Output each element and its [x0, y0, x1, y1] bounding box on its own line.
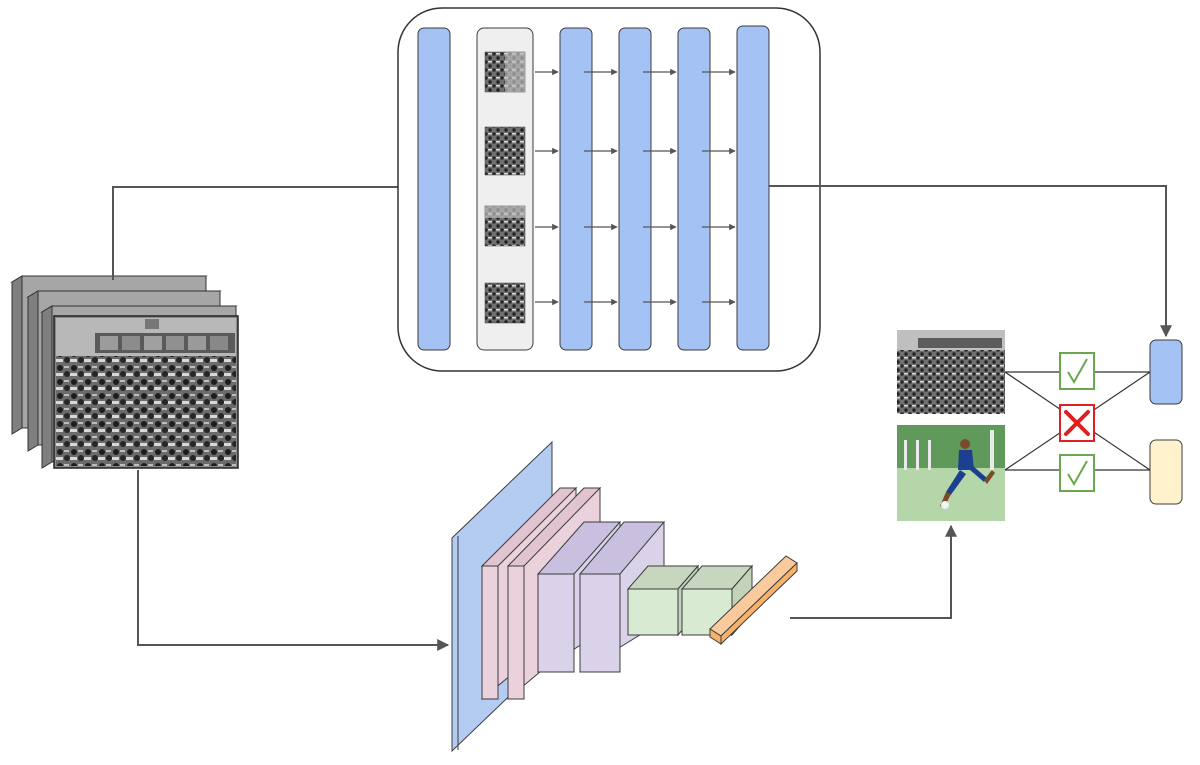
classroom-image-thumbnail — [897, 330, 1005, 414]
classroom-photo-front-frame — [53, 315, 239, 469]
video-frame-stack — [10, 275, 239, 469]
sequence-model-container — [397, 7, 821, 372]
sampled-frame-2 — [484, 126, 526, 176]
sequence-flow-arrows — [535, 68, 736, 306]
sequence-embedding-output — [1149, 339, 1183, 405]
cnn-encoder — [451, 440, 798, 753]
matching-section — [897, 330, 1183, 521]
sampled-frame-1 — [484, 51, 526, 93]
top-output-connector — [769, 185, 1172, 338]
cross-mark-icon — [1059, 404, 1095, 442]
soccer-image-thumbnail — [897, 425, 1005, 521]
sampled-frame-4 — [484, 282, 526, 324]
cnn-embedding-bar — [709, 555, 798, 646]
sampled-frame-3 — [484, 205, 526, 247]
sequence-output-bar — [736, 25, 770, 351]
sequence-layer-bar-1 — [559, 27, 593, 351]
bottom-input-connector — [137, 470, 450, 651]
sampled-frames-panel — [476, 27, 534, 351]
top-input-connector — [112, 182, 475, 280]
image-embedding-output — [1149, 439, 1183, 505]
bottom-output-connector — [790, 524, 957, 619]
cnn-conv-block-4 — [578, 521, 666, 673]
check-mark-icon — [1059, 454, 1095, 492]
sequence-layer-bar-3 — [677, 27, 711, 351]
check-mark-icon — [1059, 352, 1095, 390]
sequence-input-bar — [417, 27, 451, 351]
sequence-layer-bar-2 — [618, 27, 652, 351]
